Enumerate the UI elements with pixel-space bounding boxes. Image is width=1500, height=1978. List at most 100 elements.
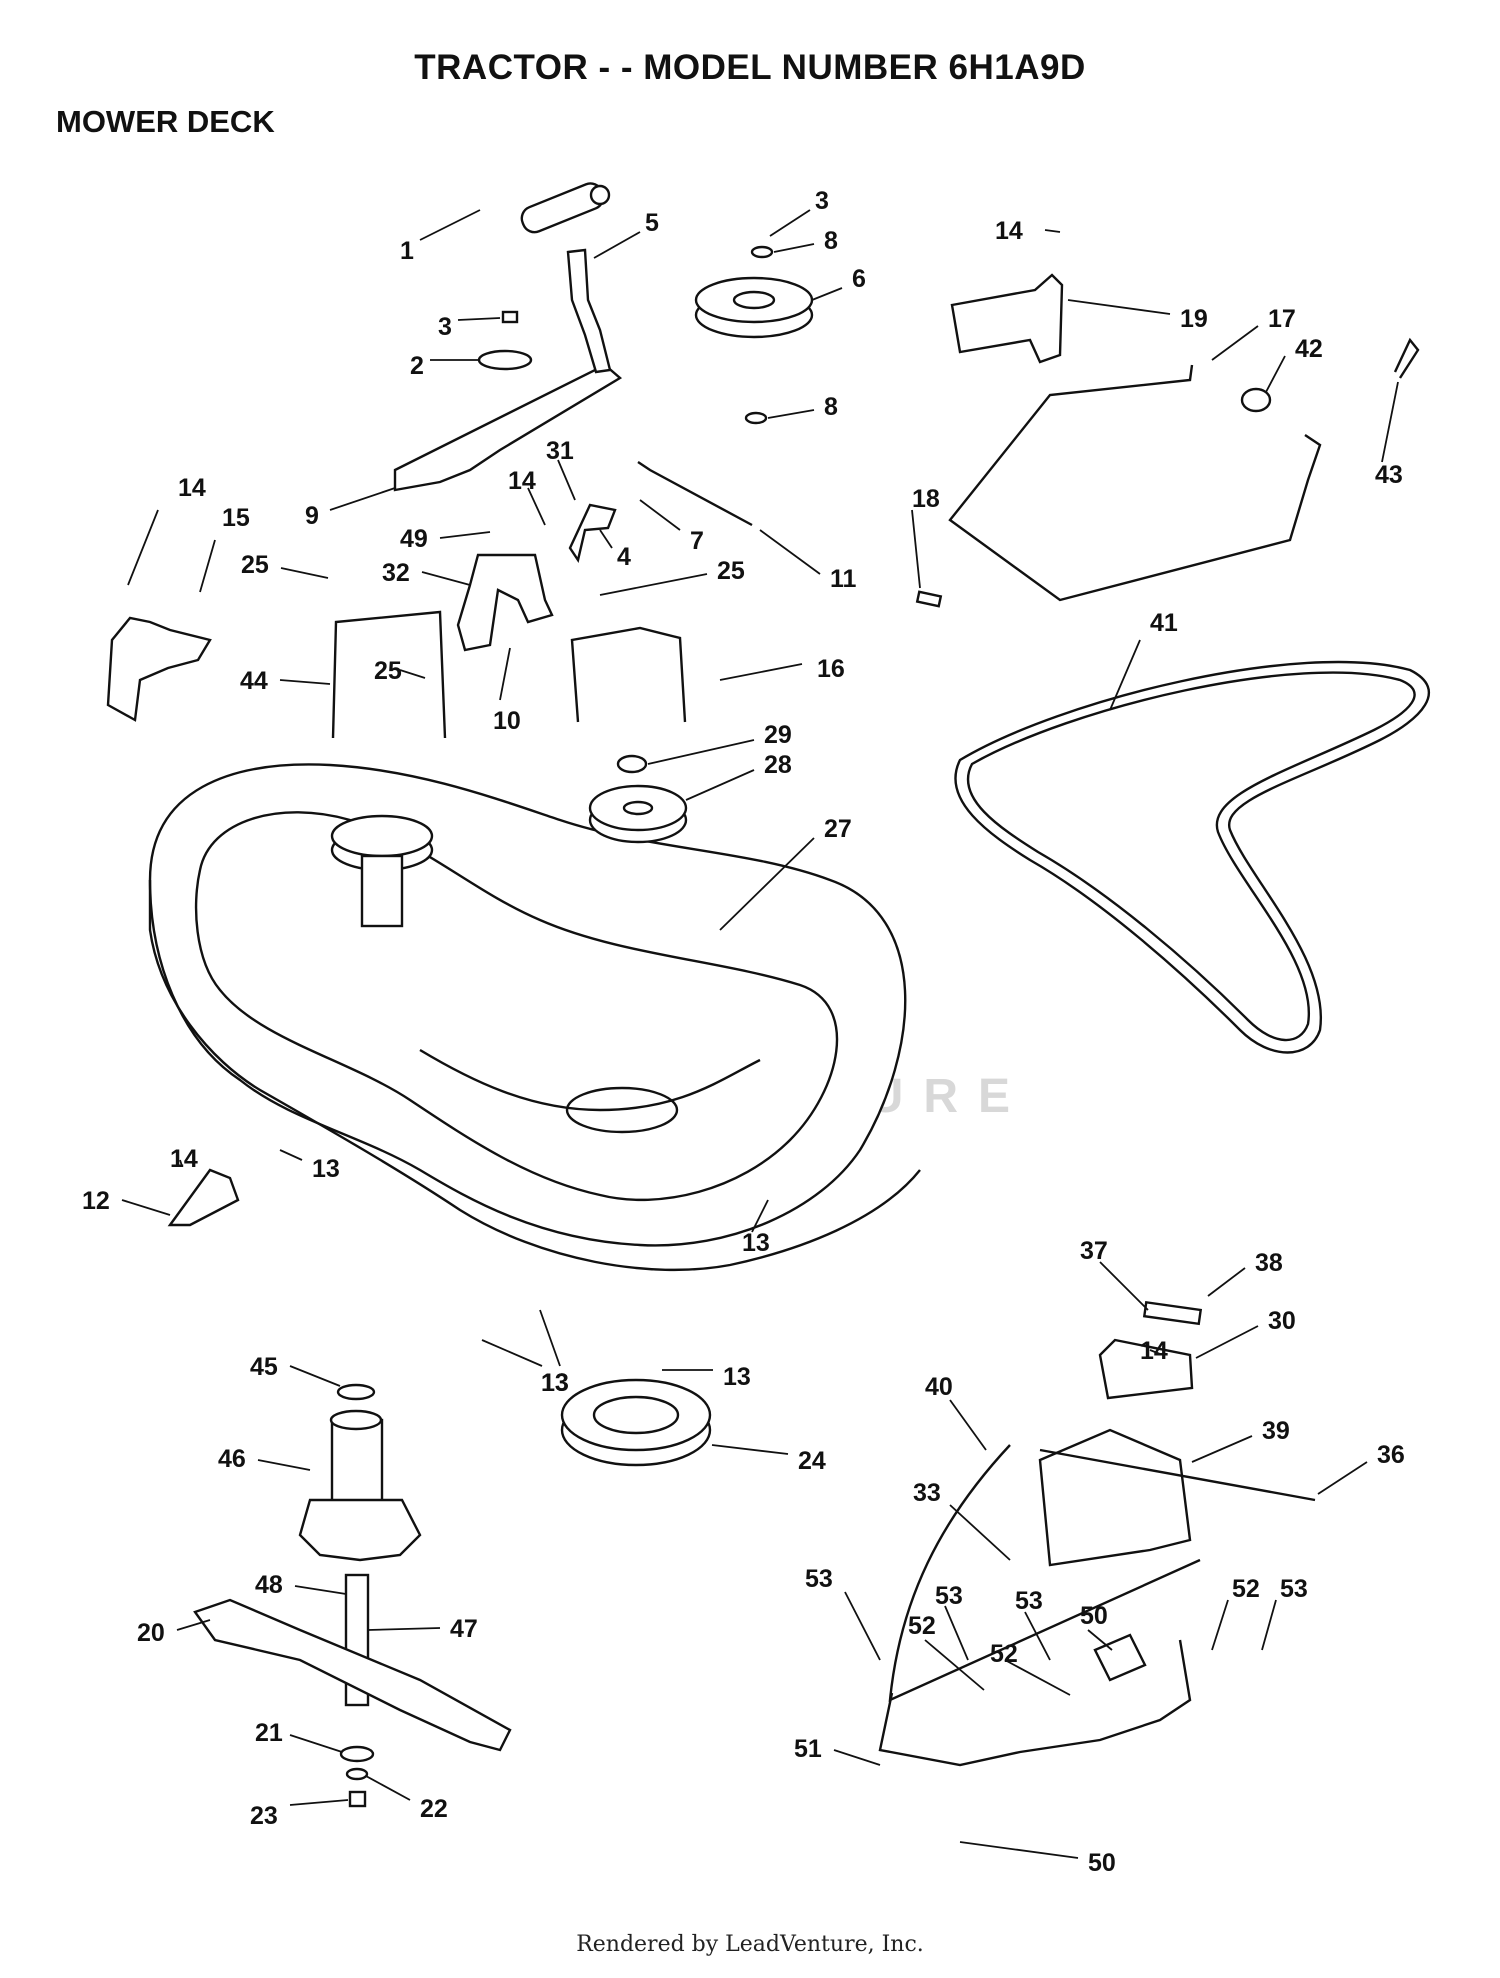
- callout-22: 22: [420, 1795, 448, 1823]
- part-15-bracket: [106, 616, 212, 722]
- leader-line-44: [279, 679, 331, 685]
- part-37-spring: [1142, 1300, 1203, 1326]
- callout-50: 50: [1088, 1849, 1116, 1877]
- callout-50: 50: [1080, 1602, 1108, 1630]
- leader-line-45: [289, 1365, 341, 1387]
- callout-27: 27: [824, 815, 852, 843]
- leader-line-24: [711, 1444, 789, 1455]
- leader-line-7: [639, 499, 681, 531]
- leader-line-10: [499, 647, 511, 701]
- callout-8: 8: [824, 227, 838, 255]
- leader-line-27: [719, 837, 815, 931]
- leader-line-19: [1067, 299, 1171, 315]
- leader-line-31: [557, 459, 576, 501]
- callout-47: 47: [450, 1615, 478, 1643]
- callout-17: 17: [1268, 305, 1296, 333]
- callout-19: 19: [1180, 305, 1208, 333]
- callout-44: 44: [240, 667, 268, 695]
- leader-line-33: [949, 1504, 1011, 1561]
- part-4-bracket: [568, 503, 617, 563]
- part-2-washer: [477, 349, 533, 371]
- leader-line-5: [593, 231, 641, 259]
- callout-4: 4: [617, 543, 631, 571]
- leader-line-43: [1381, 381, 1399, 463]
- callout-20: 20: [137, 1619, 165, 1647]
- callout-14: 14: [178, 474, 206, 502]
- callout-42: 42: [1295, 335, 1323, 363]
- callout-41: 41: [1150, 609, 1178, 637]
- leader-line-25: [399, 669, 426, 679]
- part-33-chute-outline: [888, 1444, 1201, 1702]
- leader-line-41: [1109, 639, 1141, 711]
- callout-14: 14: [170, 1145, 198, 1173]
- part-3-nut: [501, 310, 519, 324]
- callout-14: 14: [508, 467, 536, 495]
- leader-line-3: [769, 209, 811, 237]
- part-24-baffle-ring: [560, 1378, 712, 1467]
- section-title: MOWER DECK: [56, 104, 275, 139]
- callout-2: 2: [410, 352, 424, 380]
- leader-line-52: [1004, 1659, 1071, 1696]
- part-30-door: [1098, 1338, 1194, 1400]
- leader-line-28: [685, 769, 755, 801]
- callout-7: 7: [690, 527, 704, 555]
- callout-14: 14: [995, 217, 1023, 245]
- leader-line-29: [647, 739, 755, 765]
- leader-line-52: [1211, 1599, 1229, 1651]
- callout-9: 9: [305, 502, 319, 530]
- leader-line-20: [176, 1619, 211, 1631]
- part-23-bolt: [348, 1790, 367, 1808]
- callout-52: 52: [908, 1612, 936, 1640]
- leader-line-11: [759, 529, 821, 575]
- callout-25: 25: [717, 557, 745, 585]
- leader-line-25: [599, 573, 708, 596]
- part-42-washer: [1240, 387, 1272, 413]
- leader-line-21: [289, 1734, 343, 1753]
- callout-28: 28: [764, 751, 792, 779]
- callout-21: 21: [255, 1719, 283, 1747]
- leader-line-30: [1195, 1325, 1259, 1359]
- leader-line-1: [419, 209, 481, 241]
- page-title: TRACTOR - - MODEL NUMBER 6H1A9D: [414, 48, 1086, 87]
- leader-line-13: [751, 1199, 769, 1233]
- leader-line-13: [279, 1149, 303, 1161]
- callout-13: 13: [541, 1369, 569, 1397]
- callout-45: 45: [250, 1353, 278, 1381]
- callout-12: 12: [82, 1187, 110, 1215]
- leader-line-4: [599, 529, 613, 549]
- leader-line-25: [280, 567, 329, 579]
- callout-31: 31: [546, 437, 574, 465]
- leader-line-13: [481, 1339, 543, 1367]
- part-8-washer: [744, 411, 768, 425]
- footer-credit: Rendered by LeadVenture, Inc.: [576, 1932, 924, 1957]
- callout-39: 39: [1262, 1417, 1290, 1445]
- callout-43: 43: [1375, 461, 1403, 489]
- leader-line-51: [833, 1749, 881, 1766]
- callout-3: 3: [815, 187, 829, 215]
- leader-line-14: [1044, 229, 1061, 233]
- part-33-discharge-chute: [1038, 1428, 1192, 1567]
- leader-line-49: [439, 531, 491, 539]
- callout-18: 18: [912, 485, 940, 513]
- deck-spindle-assembly: [330, 814, 434, 928]
- callout-53: 53: [1280, 1575, 1308, 1603]
- leader-line-48: [294, 1585, 347, 1595]
- part-46-spindle-housing: [298, 1383, 422, 1562]
- part-43-pin: [1393, 337, 1420, 379]
- callout-49: 49: [400, 525, 428, 553]
- callout-25: 25: [374, 657, 402, 685]
- leader-line-47: [367, 1627, 441, 1631]
- leader-line-6: [811, 287, 843, 301]
- part-19-bracket: [950, 273, 1064, 364]
- callout-38: 38: [1255, 1249, 1283, 1277]
- part-8-washer: [750, 245, 774, 259]
- part-17-lift-frame: [948, 364, 1322, 602]
- leader-line-23: [289, 1799, 349, 1806]
- part-22-washer: [345, 1767, 369, 1781]
- callout-46: 46: [218, 1445, 246, 1473]
- callout-23: 23: [250, 1802, 278, 1830]
- leader-line-53: [1261, 1599, 1277, 1651]
- callout-25: 25: [241, 551, 269, 579]
- callout-32: 32: [382, 559, 410, 587]
